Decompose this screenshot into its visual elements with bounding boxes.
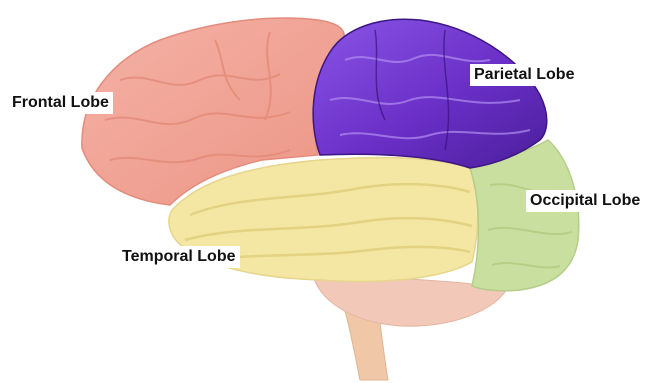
- frontal-lobe-label: Frontal Lobe: [8, 92, 113, 114]
- parietal-lobe-region: [313, 19, 547, 168]
- parietal-lobe-label: Parietal Lobe: [470, 64, 578, 86]
- temporal-lobe-label: Temporal Lobe: [118, 246, 240, 268]
- occipital-lobe-label: Occipital Lobe: [526, 190, 644, 212]
